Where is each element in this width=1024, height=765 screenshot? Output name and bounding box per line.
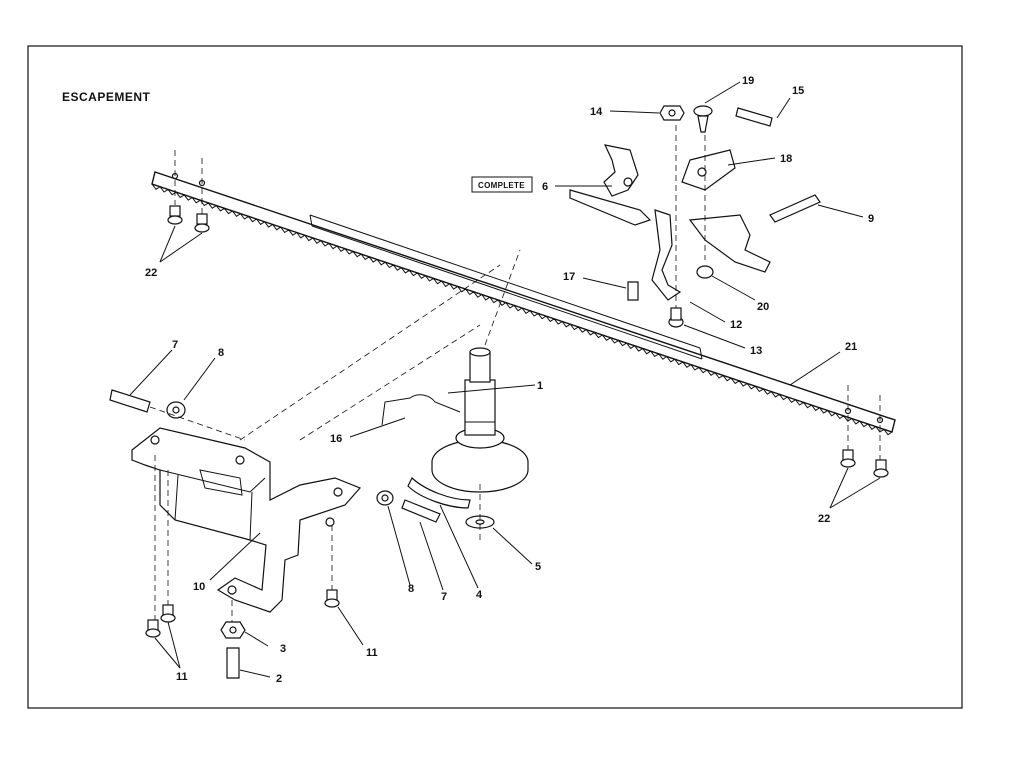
callout-14: 14 — [590, 106, 603, 118]
callout-12: 12 — [730, 319, 742, 331]
escapement-wheel — [431, 347, 529, 493]
screws-22-right — [840, 385, 889, 478]
lever-assembly — [569, 105, 821, 328]
svg-text:COMPLETE: COMPLETE — [478, 181, 525, 190]
callout-7a: 7 — [172, 339, 178, 351]
callout-4: 4 — [476, 589, 483, 601]
callout-19: 19 — [742, 75, 754, 87]
callout-22b: 22 — [818, 513, 830, 525]
callout-8b: 8 — [408, 583, 414, 595]
escapement-rack — [151, 171, 896, 436]
callout-6: 6 — [542, 181, 548, 193]
callout-11a: 11 — [176, 671, 188, 683]
callout-13: 13 — [750, 345, 762, 357]
callout-10: 10 — [193, 581, 205, 593]
callout-1: 1 — [537, 380, 543, 392]
nut-and-stud — [220, 621, 246, 679]
callout-8a: 8 — [218, 347, 224, 359]
callout-11b: 11 — [366, 647, 378, 659]
callout-20: 20 — [757, 301, 769, 313]
callout-18: 18 — [780, 153, 792, 165]
diagram-title: ESCAPEMENT — [62, 90, 151, 104]
callout-numbers: 1 2 3 4 5 6 7 7 8 8 9 10 11 11 12 13 14 … — [145, 75, 874, 685]
screws-22-left — [167, 150, 210, 233]
leader-lines — [129, 81, 881, 678]
stud-and-bushing-left — [109, 389, 246, 441]
callout-3: 3 — [280, 643, 286, 655]
bracket-10 — [131, 427, 362, 630]
callout-16: 16 — [330, 433, 342, 445]
callout-2: 2 — [276, 673, 282, 685]
complete-label-box: COMPLETE — [471, 176, 533, 193]
diagram-frame — [27, 45, 963, 709]
callout-7b: 7 — [441, 591, 447, 603]
callout-21: 21 — [845, 341, 857, 353]
callout-15: 15 — [792, 85, 804, 97]
arc-and-washer — [407, 477, 495, 540]
callout-9: 9 — [868, 213, 874, 225]
stud-and-bushing-center — [376, 490, 441, 523]
spring-16 — [381, 394, 461, 426]
callout-17: 17 — [563, 271, 575, 283]
callout-5: 5 — [535, 561, 541, 573]
screws-11 — [145, 589, 340, 638]
callout-22a: 22 — [145, 267, 157, 279]
